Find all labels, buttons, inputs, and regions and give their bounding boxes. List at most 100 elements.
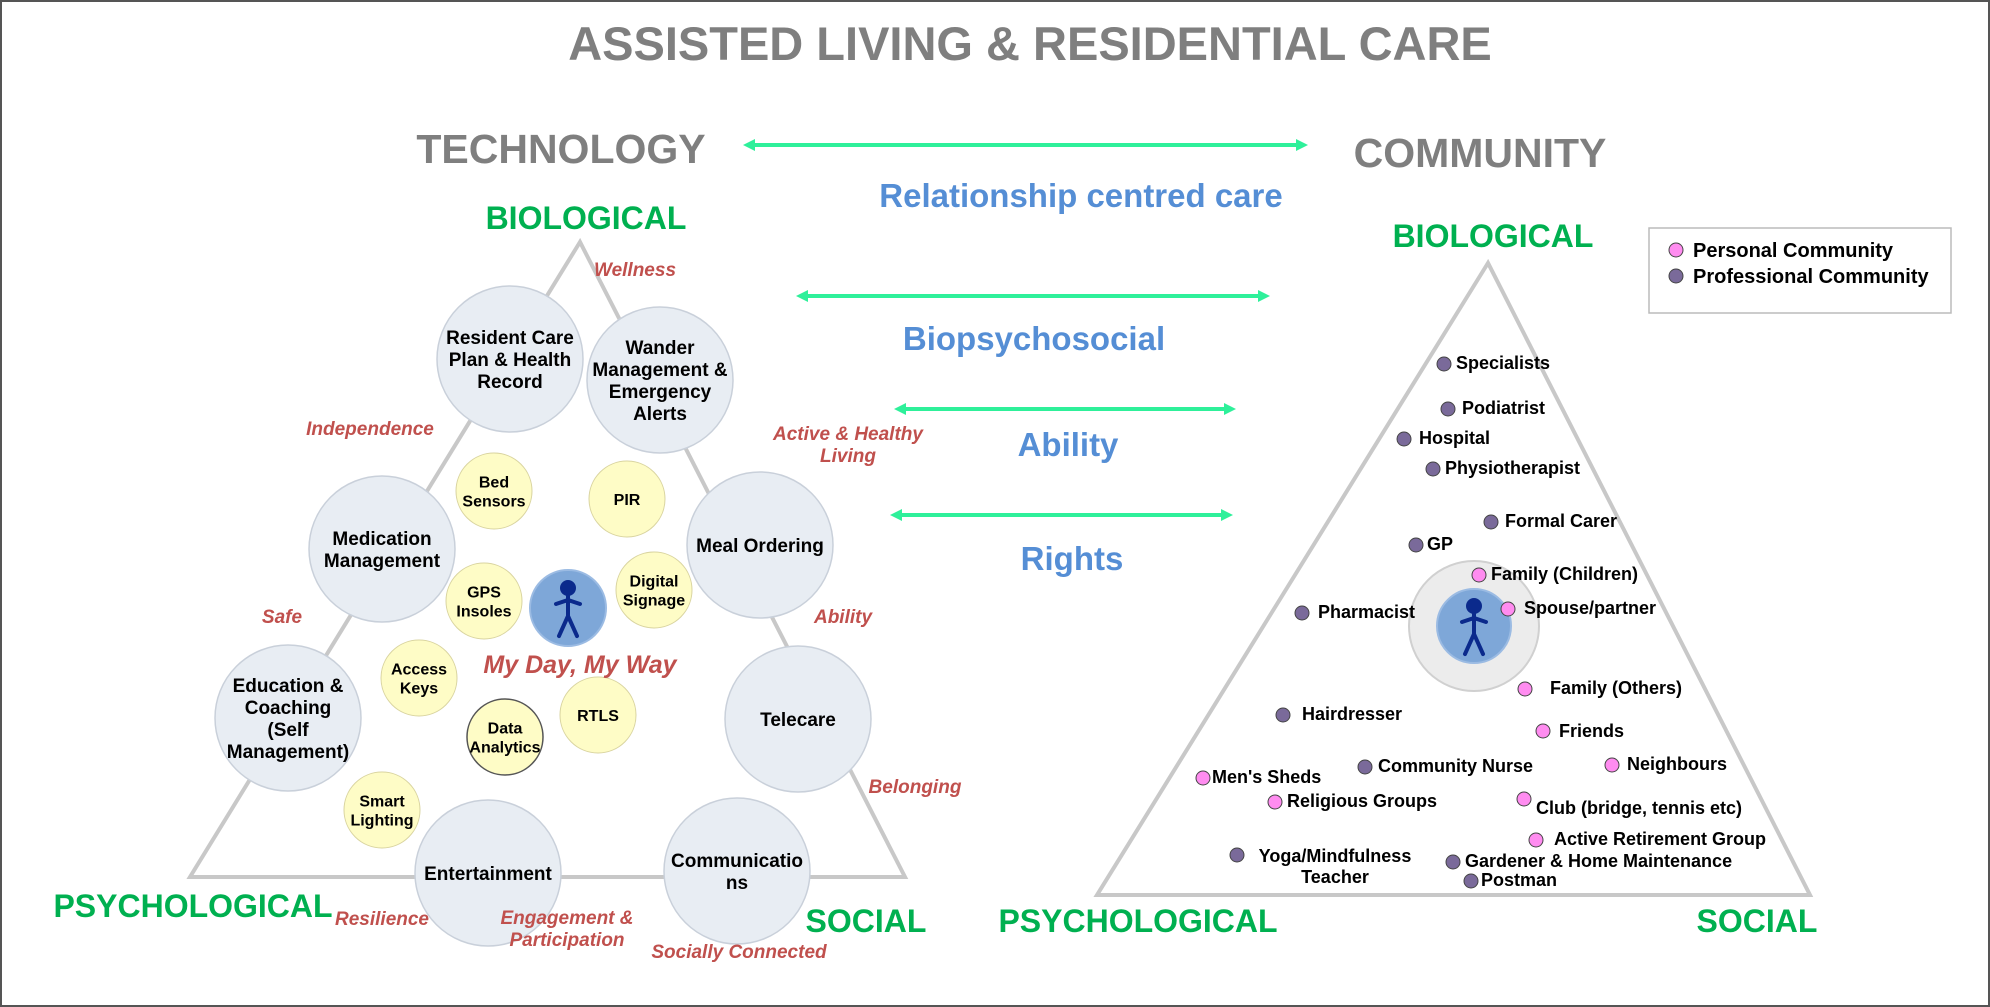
technology-panel: TECHNOLOGY BIOLOGICAL PSYCHOLOGICAL SOCI… bbox=[53, 126, 961, 963]
personal-community-dot bbox=[1267, 794, 1283, 810]
professional-community-dot bbox=[1229, 847, 1245, 863]
outcome-label-line: Resilience bbox=[335, 909, 429, 930]
outcome-label: Engagement &Participation bbox=[500, 908, 633, 951]
bridge-group: Relationship centred careBiopsychosocial… bbox=[743, 139, 1308, 577]
personal-community-dot bbox=[1500, 601, 1516, 617]
community-member-label-line: Family (Others) bbox=[1550, 678, 1682, 698]
tech-big-label-line: Telecare bbox=[760, 710, 836, 731]
tech-big-label-line: Meal Ordering bbox=[696, 536, 824, 557]
tech-small-label-line: Access bbox=[391, 662, 447, 679]
bridge-label: Relationship centred care bbox=[879, 177, 1282, 214]
community-member-label: Family (Others) bbox=[1550, 678, 1682, 698]
outcome-label: Wellness bbox=[594, 260, 676, 281]
tech-small-label-line: GPS bbox=[467, 585, 501, 602]
community-member-label-line: GP bbox=[1427, 534, 1453, 554]
community-member-label-line: Active Retirement Group bbox=[1554, 829, 1766, 849]
tech-big-label-line: Management) bbox=[227, 742, 349, 763]
tech-big-label: Telecare bbox=[760, 710, 836, 731]
person-icon bbox=[554, 580, 582, 638]
tech-small-circle bbox=[455, 452, 533, 530]
tech-big-label-line: ns bbox=[726, 873, 748, 894]
professional-community-dot bbox=[1483, 514, 1499, 530]
professional-community-dot bbox=[1408, 537, 1424, 553]
legend-dot bbox=[1668, 268, 1684, 284]
outcome-label-line: Participation bbox=[509, 930, 624, 951]
tech-small-circle bbox=[380, 639, 458, 717]
outcome-label-line: Engagement & bbox=[500, 908, 633, 929]
personal-community-dot bbox=[1604, 757, 1620, 773]
outcome-label-line: Ability bbox=[813, 607, 873, 628]
community-triangle bbox=[1093, 258, 1814, 897]
tech-big-label-line: Record bbox=[477, 372, 542, 393]
tech-big-label: Entertainment bbox=[424, 864, 552, 885]
tech-big-label-line: Coaching bbox=[245, 698, 332, 719]
technology-heading: TECHNOLOGY bbox=[416, 126, 705, 172]
tech-big-label-line: Entertainment bbox=[424, 864, 552, 885]
tech-big-label-line: (Self bbox=[267, 720, 309, 741]
professional-community-dot bbox=[1275, 707, 1291, 723]
tech-small-label-line: Keys bbox=[400, 681, 438, 698]
community-member-label: Formal Carer bbox=[1505, 511, 1617, 531]
community-member-label-line: Pharmacist bbox=[1318, 602, 1415, 622]
professional-community-dot bbox=[1294, 605, 1310, 621]
tech-small-label-line: Sensors bbox=[462, 494, 525, 511]
tech-big-circle bbox=[724, 645, 872, 793]
community-member-label-line: Religious Groups bbox=[1287, 791, 1437, 811]
community-member-label-line: Spouse/partner bbox=[1524, 598, 1656, 618]
community-member-label-line: Gardener & Home Maintenance bbox=[1465, 851, 1732, 871]
outcome-label: Resilience bbox=[335, 909, 429, 930]
legend-box bbox=[1648, 227, 1952, 314]
outcome-label-line: Safe bbox=[262, 607, 303, 628]
community-member-label-line: Community Nurse bbox=[1378, 756, 1533, 776]
technology-corner-left: PSYCHOLOGICAL bbox=[53, 888, 332, 924]
community-member-label: Podiatrist bbox=[1462, 398, 1545, 418]
tech-small-circle bbox=[343, 771, 421, 849]
community-member-label: Pharmacist bbox=[1318, 602, 1415, 622]
tech-big-label-line: Management & bbox=[592, 360, 727, 381]
bridge-label: Biopsychosocial bbox=[903, 320, 1165, 357]
page-title: ASSISTED LIVING & RESIDENTIAL CARE bbox=[568, 17, 1492, 70]
tech-big-circle bbox=[586, 306, 734, 454]
tech-big-label-line: Medication bbox=[332, 529, 431, 550]
tech-small-label-line: Lighting bbox=[350, 813, 413, 830]
community-member-label: Spouse/partner bbox=[1524, 598, 1656, 618]
outcome-label: Ability bbox=[813, 607, 873, 628]
community-corner-top: BIOLOGICAL bbox=[1393, 218, 1594, 254]
community-member-label-line: Postman bbox=[1481, 870, 1557, 890]
tech-big-label-line: Plan & Health bbox=[449, 350, 571, 371]
bridge-arrow-head bbox=[796, 290, 808, 302]
tech-small-label-line: Insoles bbox=[456, 604, 511, 621]
community-member-label-line: Specialists bbox=[1456, 353, 1550, 373]
community-member-label-line: Friends bbox=[1559, 721, 1624, 741]
community-heading: COMMUNITY bbox=[1354, 130, 1607, 176]
community-member-label: Religious Groups bbox=[1287, 791, 1437, 811]
community-member-label: Hospital bbox=[1419, 428, 1490, 448]
tech-big-circle bbox=[686, 471, 834, 619]
tech-small-label-line: Smart bbox=[359, 794, 405, 811]
tech-small-circle bbox=[615, 551, 693, 629]
community-member-label-line: Club (bridge, tennis etc) bbox=[1536, 798, 1742, 818]
tech-small-label-line: Signage bbox=[623, 593, 685, 610]
professional-community-dot bbox=[1436, 356, 1452, 372]
bridge-label: Ability bbox=[1018, 426, 1119, 463]
professional-community-dot bbox=[1425, 461, 1441, 477]
community-member-label: Family (Children) bbox=[1491, 564, 1638, 584]
community-member-label-line: Yoga/Mindfulness bbox=[1259, 846, 1412, 866]
community-member-label-line: Formal Carer bbox=[1505, 511, 1617, 531]
community-member-label: Club (bridge, tennis etc) bbox=[1536, 798, 1742, 818]
tech-small-label-line: Digital bbox=[630, 574, 679, 591]
tech-small-circle bbox=[445, 562, 523, 640]
personal-community-dot bbox=[1195, 770, 1211, 786]
